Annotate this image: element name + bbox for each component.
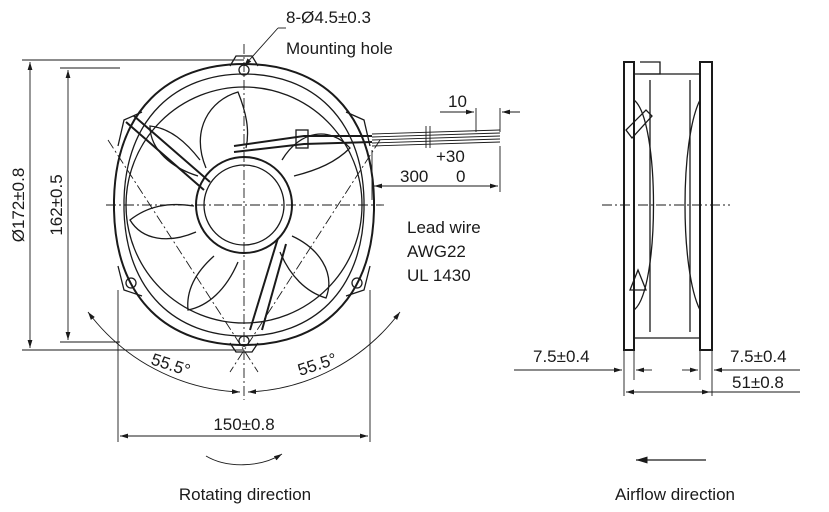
strip-length-label: 10 bbox=[448, 92, 467, 111]
hole-spacing-dimension: 150±0.8 bbox=[117, 290, 371, 442]
lead-wire-label: Lead wire bbox=[407, 218, 481, 237]
side-housing bbox=[623, 61, 713, 351]
front-view: Ø172±0.8 162±0.5 8-Ø4.5±0.3 Mounting hol… bbox=[9, 8, 520, 504]
mounting-hole-spec: 8-Ø4.5±0.3 bbox=[286, 8, 371, 27]
depth-label: 51±0.8 bbox=[732, 373, 784, 392]
center-lines bbox=[106, 44, 384, 400]
wire-length-label: 300 bbox=[400, 167, 428, 186]
right-flange-dimension: 7.5±0.4 bbox=[682, 347, 800, 396]
wire-gauge-label: AWG22 bbox=[407, 242, 466, 261]
fan-blades bbox=[129, 91, 351, 311]
mounting-hole-label: Mounting hole bbox=[286, 39, 393, 58]
depth-dimension: 51±0.8 bbox=[626, 373, 800, 395]
angle-right-label: 55.5° bbox=[295, 349, 339, 379]
flat-dimension: 162±0.5 bbox=[47, 67, 120, 343]
flat-to-flat-label: 162±0.5 bbox=[47, 174, 66, 235]
right-flange-label: 7.5±0.4 bbox=[730, 347, 787, 366]
wire-tolerance-upper: +30 bbox=[436, 147, 465, 166]
wire-length-dimension: +30 0 300 bbox=[371, 146, 501, 200]
mounting-hole-callout: 8-Ø4.5±0.3 Mounting hole bbox=[243, 8, 393, 67]
diameter-label: Ø172±0.8 bbox=[9, 168, 28, 243]
wire-tolerance-lower: 0 bbox=[456, 167, 465, 186]
wire-strip-dimension: 10 bbox=[440, 92, 520, 132]
airflow-direction-caption: Airflow direction bbox=[615, 485, 735, 504]
side-view: 7.5±0.4 7.5±0.4 51±0.8 Airflow direction bbox=[514, 61, 800, 504]
lead-wire-bundle bbox=[233, 126, 501, 153]
left-flange-dimension: 7.5±0.4 bbox=[514, 347, 652, 396]
left-flange-label: 7.5±0.4 bbox=[533, 347, 590, 366]
rotation-arrow bbox=[205, 453, 283, 466]
wire-standard-label: UL 1430 bbox=[407, 266, 471, 285]
rotating-direction-caption: Rotating direction bbox=[179, 485, 311, 504]
lead-wire-spec: Lead wire AWG22 UL 1430 bbox=[407, 218, 481, 285]
angle-left-label: 55.5° bbox=[149, 350, 193, 380]
hole-spacing-label: 150±0.8 bbox=[213, 415, 274, 434]
